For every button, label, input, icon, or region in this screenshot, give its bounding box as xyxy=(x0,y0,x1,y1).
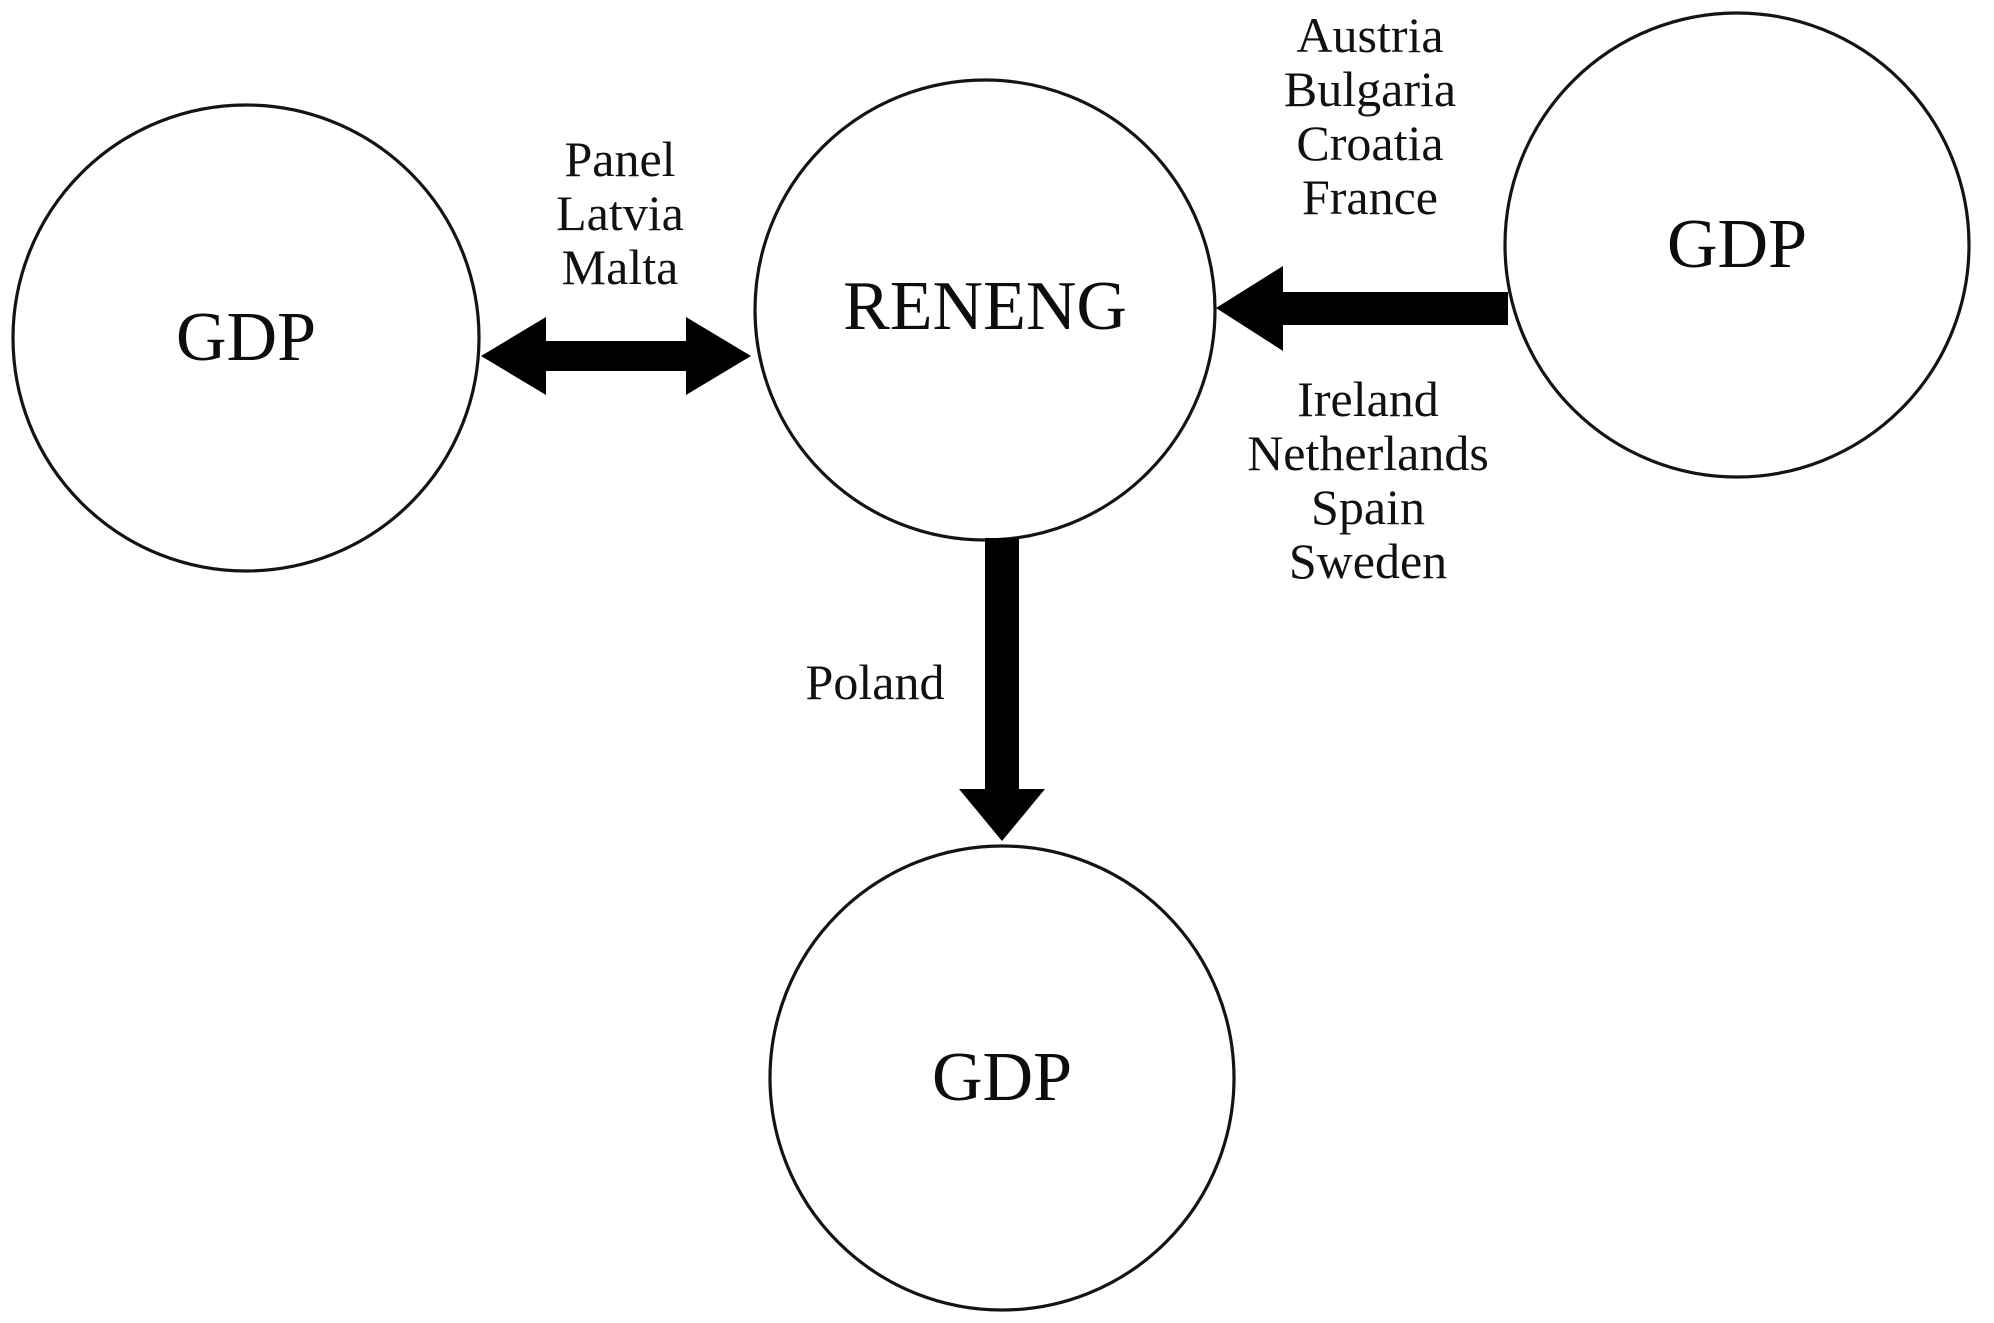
node-circle-bottom-gdp[interactable] xyxy=(768,844,1236,1312)
node-circle-reneng[interactable] xyxy=(753,78,1217,542)
node-circle-right-gdp[interactable] xyxy=(1503,11,1971,479)
arrow-left-bidirectional[interactable] xyxy=(481,317,751,395)
arrow-bottom-outgoing[interactable] xyxy=(959,538,1045,841)
arrow-right-incoming[interactable] xyxy=(1216,266,1508,351)
node-circle-left-gdp[interactable] xyxy=(11,103,481,573)
